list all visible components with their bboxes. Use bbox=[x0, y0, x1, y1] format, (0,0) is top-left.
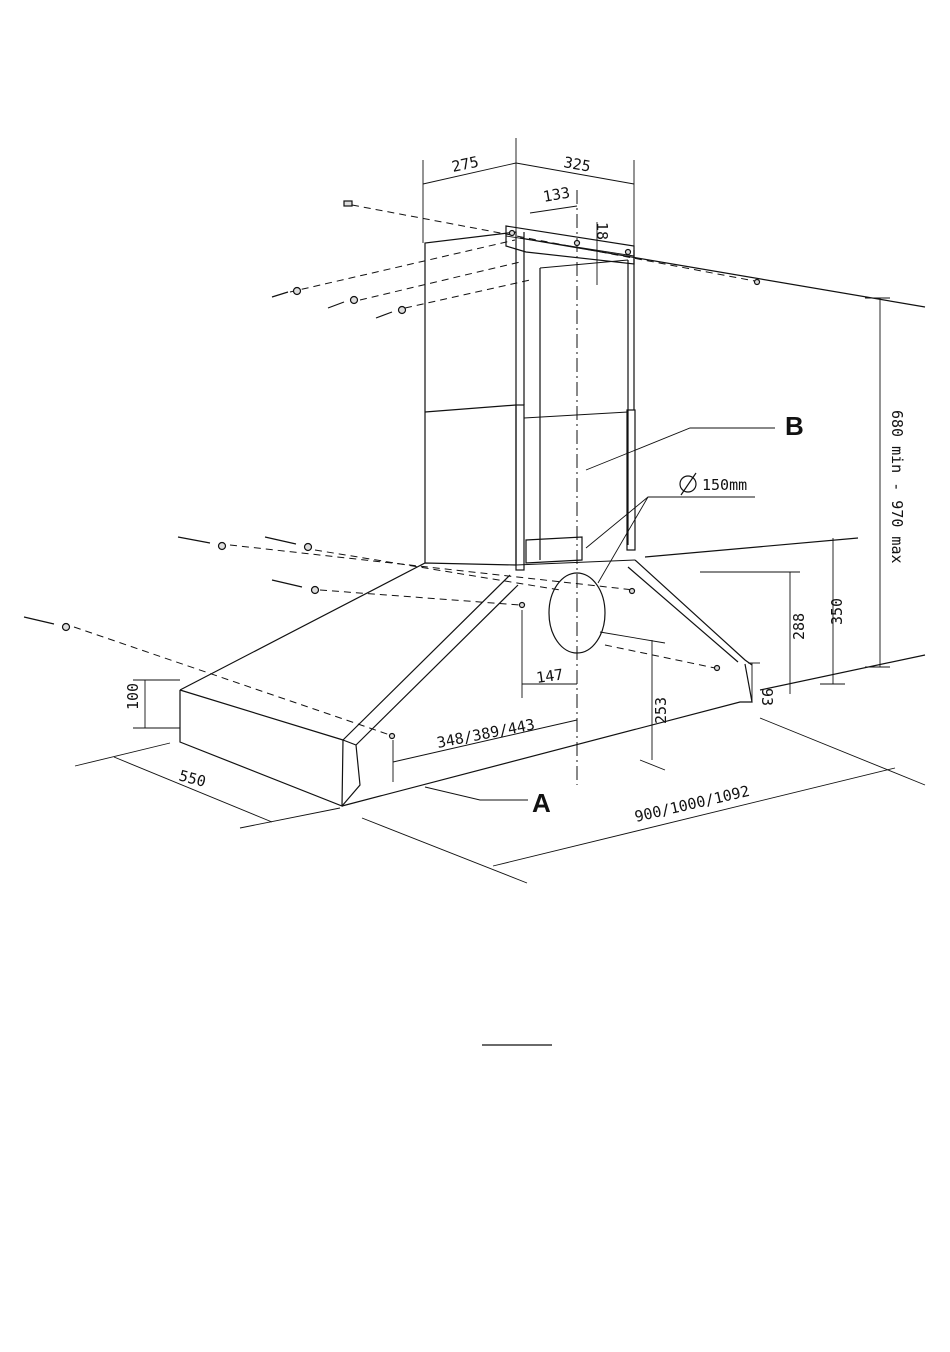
screw-icon bbox=[328, 297, 358, 309]
screw-icon bbox=[272, 580, 319, 594]
wall-screws bbox=[24, 201, 760, 739]
screw-icon bbox=[272, 288, 301, 298]
dim-duct-diameter: 150mm bbox=[702, 476, 747, 494]
screw-icon bbox=[265, 537, 312, 551]
screw-icon bbox=[376, 307, 406, 319]
screw-icon bbox=[24, 617, 70, 631]
hood-canopy bbox=[180, 560, 752, 806]
wall-mid-line bbox=[645, 538, 858, 557]
dim-screw-spacing: 348/389/443 bbox=[435, 715, 536, 752]
dim-adjustable-height: 680 min - 970 max bbox=[888, 410, 906, 564]
dim-base-height: 350 bbox=[828, 598, 846, 625]
dim-screw-height: 288 bbox=[790, 613, 808, 640]
dim-bracket-offset: 133 bbox=[542, 184, 572, 206]
fixing-paths bbox=[74, 205, 760, 735]
screw-icon bbox=[178, 537, 226, 550]
dim-hood-width: 900/1000/1092 bbox=[633, 782, 751, 826]
dim-front-height: 100 bbox=[124, 683, 142, 710]
diameter-symbol-icon bbox=[680, 473, 696, 495]
dim-hood-depth: 550 bbox=[177, 766, 208, 790]
dim-canopy-edge: 93 bbox=[758, 688, 776, 706]
dim-bracket-top: 18 bbox=[593, 222, 611, 240]
part-b-label: B bbox=[785, 411, 804, 441]
wall-floor-line bbox=[760, 655, 925, 690]
chimney bbox=[425, 226, 635, 570]
part-a-label: A bbox=[532, 788, 551, 818]
dim-lower-screw-height: 253 bbox=[652, 697, 670, 724]
dim-outlet-offset: 147 bbox=[535, 665, 564, 687]
